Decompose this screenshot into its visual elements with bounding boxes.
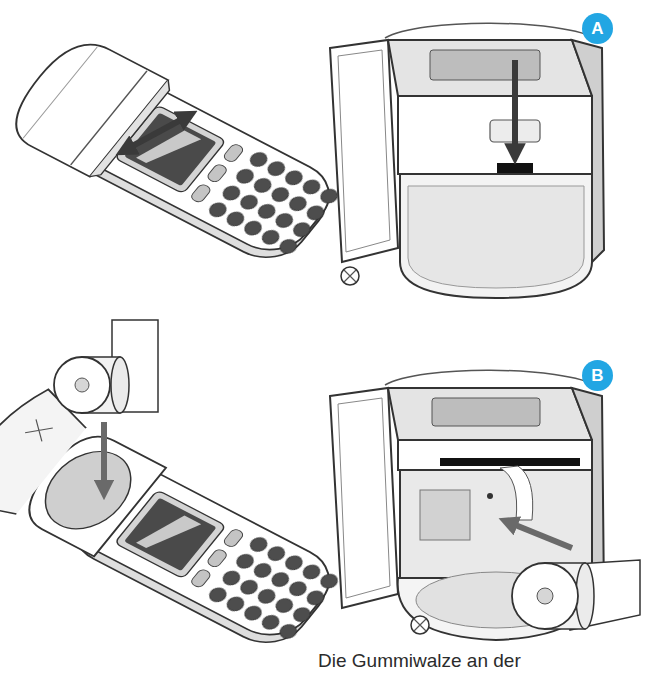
printer-front-open	[388, 388, 592, 440]
paper-roll	[512, 563, 578, 629]
printer-front-open	[420, 490, 470, 540]
printer-front-closed	[408, 186, 584, 288]
printer-front-open	[330, 388, 398, 608]
step-letter: B	[582, 360, 613, 391]
printer-front-open	[414, 619, 426, 631]
printer-front-closed	[330, 23, 604, 298]
step-badge: B	[582, 360, 613, 391]
printer-front-open	[411, 616, 429, 634]
printer-front-closed	[388, 40, 592, 96]
paper-roll	[54, 320, 158, 413]
printer-front-closed	[385, 23, 600, 40]
printer-front-open	[440, 458, 580, 466]
printer-front-open	[500, 466, 533, 520]
paper-roll	[512, 560, 640, 630]
printer-front-open	[400, 470, 592, 578]
press-arrow	[512, 60, 518, 154]
terminal-closed	[0, 32, 168, 177]
step-badge: A	[582, 13, 613, 44]
terminal-closed	[0, 32, 357, 275]
printer-front-open	[385, 370, 600, 387]
paper-roll	[111, 357, 129, 413]
printer-front-open	[330, 370, 604, 640]
printer-front-open	[398, 440, 592, 470]
insert-arrow	[508, 522, 572, 548]
terminal-open	[25, 419, 53, 441]
printer-front-closed	[330, 40, 398, 262]
printer-front-closed	[497, 163, 533, 173]
printer-front-closed	[430, 50, 540, 80]
paper-roll	[537, 588, 553, 604]
printer-front-open	[432, 398, 540, 426]
paper-roll	[54, 357, 110, 413]
caption-text: Die Gummiwalze an der	[318, 650, 521, 672]
printer-front-open	[487, 493, 493, 499]
slide-arrow	[125, 116, 188, 150]
terminal-closed	[23, 47, 97, 138]
printer-front-closed	[398, 96, 592, 174]
step-letter: A	[582, 13, 613, 44]
printer-front-open	[338, 398, 390, 598]
paper-roll	[112, 320, 158, 412]
badge-circle	[582, 360, 613, 391]
insert-arrow	[101, 422, 107, 490]
printer-front-closed	[400, 174, 592, 298]
printer-front-closed	[338, 50, 390, 252]
badge-circle	[582, 13, 613, 44]
printer-front-closed	[341, 267, 359, 285]
paper-roll	[75, 378, 89, 392]
terminal-open	[0, 382, 364, 667]
terminal-closed	[71, 71, 147, 165]
printer-front-closed	[344, 270, 356, 282]
